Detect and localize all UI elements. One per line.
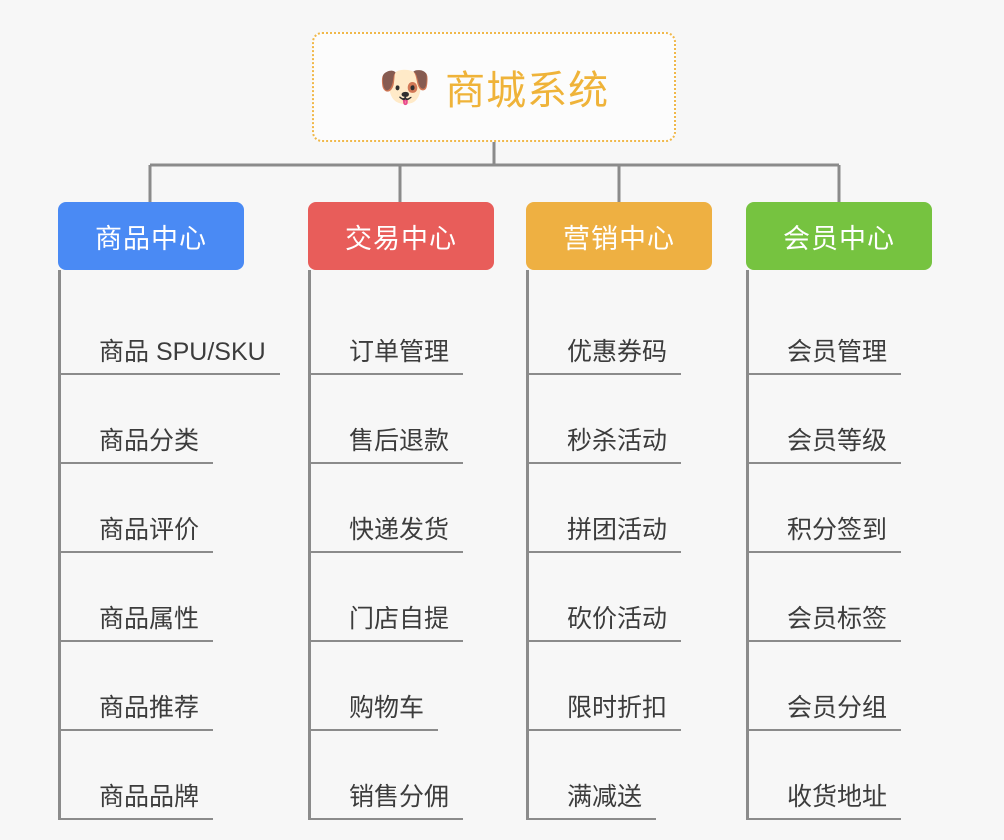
list-item[interactable]: 拼团活动 bbox=[529, 464, 714, 553]
list-item[interactable]: 商品分类 bbox=[61, 375, 276, 464]
branch-column-product-center: 商品中心 商品 SPU/SKU 商品分类 商品评价 商品属性 商品推荐 bbox=[58, 202, 280, 820]
leaf-list-member-center: 会员管理 会员等级 积分签到 会员标签 会员分组 收货地址 bbox=[746, 270, 934, 820]
branch-column-trade-center: 交易中心 订单管理 售后退款 快递发货 门店自提 购物车 bbox=[308, 202, 496, 820]
category-box-marketing-center[interactable]: 营销中心 bbox=[526, 202, 712, 270]
leaf-label: 商品属性 bbox=[61, 605, 214, 642]
branch-column-member-center: 会员中心 会员管理 会员等级 积分签到 会员标签 会员分组 bbox=[746, 202, 934, 820]
leaf-label: 会员分组 bbox=[749, 694, 902, 731]
leaf-label: 会员等级 bbox=[749, 427, 902, 464]
list-item[interactable]: 快递发货 bbox=[311, 464, 496, 553]
leaf-label: 限时折扣 bbox=[529, 694, 682, 731]
shiba-dog-face-icon: 🐶 bbox=[378, 62, 432, 111]
category-label: 交易中心 bbox=[345, 223, 457, 254]
leaf-label: 商品分类 bbox=[61, 427, 214, 464]
leaf-label: 商品 SPU/SKU bbox=[61, 338, 280, 375]
list-item[interactable]: 满减送 bbox=[529, 731, 714, 820]
list-item[interactable]: 会员管理 bbox=[749, 286, 934, 375]
category-label: 营销中心 bbox=[563, 223, 675, 254]
leaf-label: 满减送 bbox=[529, 783, 657, 820]
list-item[interactable]: 收货地址 bbox=[749, 731, 934, 820]
leaf-label: 销售分佣 bbox=[311, 783, 464, 820]
leaf-label: 会员管理 bbox=[749, 338, 902, 375]
list-item[interactable]: 砍价活动 bbox=[529, 553, 714, 642]
list-item[interactable]: 商品品牌 bbox=[61, 731, 276, 820]
list-item[interactable]: 订单管理 bbox=[311, 286, 496, 375]
list-item[interactable]: 商品评价 bbox=[61, 464, 276, 553]
leaf-label: 购物车 bbox=[311, 694, 439, 731]
category-box-member-center[interactable]: 会员中心 bbox=[746, 202, 932, 270]
category-box-trade-center[interactable]: 交易中心 bbox=[308, 202, 494, 270]
leaf-label: 快递发货 bbox=[311, 516, 464, 553]
leaf-label: 收货地址 bbox=[749, 783, 902, 820]
category-label: 商品中心 bbox=[95, 223, 207, 254]
leaf-list-marketing-center: 优惠券码 秒杀活动 拼团活动 砍价活动 限时折扣 满减送 bbox=[526, 270, 714, 820]
leaf-label: 优惠券码 bbox=[529, 338, 682, 375]
leaf-label: 会员标签 bbox=[749, 605, 902, 642]
leaf-label: 订单管理 bbox=[311, 338, 464, 375]
list-item[interactable]: 秒杀活动 bbox=[529, 375, 714, 464]
branch-column-marketing-center: 营销中心 优惠券码 秒杀活动 拼团活动 砍价活动 限时折扣 bbox=[526, 202, 714, 820]
leaf-label: 售后退款 bbox=[311, 427, 464, 464]
list-item[interactable]: 积分签到 bbox=[749, 464, 934, 553]
leaf-label: 秒杀活动 bbox=[529, 427, 682, 464]
list-item[interactable]: 商品推荐 bbox=[61, 642, 276, 731]
leaf-label: 门店自提 bbox=[311, 605, 464, 642]
category-label: 会员中心 bbox=[783, 223, 895, 254]
leaf-list-trade-center: 订单管理 售后退款 快递发货 门店自提 购物车 销售分佣 bbox=[308, 270, 496, 820]
list-item[interactable]: 会员等级 bbox=[749, 375, 934, 464]
leaf-label: 商品品牌 bbox=[61, 783, 214, 820]
list-item[interactable]: 限时折扣 bbox=[529, 642, 714, 731]
leaf-label: 积分签到 bbox=[749, 516, 902, 553]
list-item[interactable]: 会员分组 bbox=[749, 642, 934, 731]
leaf-list-product-center: 商品 SPU/SKU 商品分类 商品评价 商品属性 商品推荐 商品品牌 bbox=[58, 270, 280, 820]
list-item[interactable]: 商品属性 bbox=[61, 553, 276, 642]
leaf-label: 砍价活动 bbox=[529, 605, 682, 642]
list-item[interactable]: 商品 SPU/SKU bbox=[61, 286, 280, 375]
list-item[interactable]: 购物车 bbox=[311, 642, 496, 731]
list-item[interactable]: 优惠券码 bbox=[529, 286, 714, 375]
list-item[interactable]: 会员标签 bbox=[749, 553, 934, 642]
leaf-label: 商品推荐 bbox=[61, 694, 214, 731]
leaf-label: 商品评价 bbox=[61, 516, 214, 553]
leaf-label: 拼团活动 bbox=[529, 516, 682, 553]
root-node-mall-system[interactable]: 🐶 商城系统 bbox=[312, 32, 676, 142]
list-item[interactable]: 门店自提 bbox=[311, 553, 496, 642]
root-node-title: 商城系统 bbox=[445, 69, 610, 113]
list-item[interactable]: 售后退款 bbox=[311, 375, 496, 464]
list-item[interactable]: 销售分佣 bbox=[311, 731, 496, 820]
category-box-product-center[interactable]: 商品中心 bbox=[58, 202, 244, 270]
